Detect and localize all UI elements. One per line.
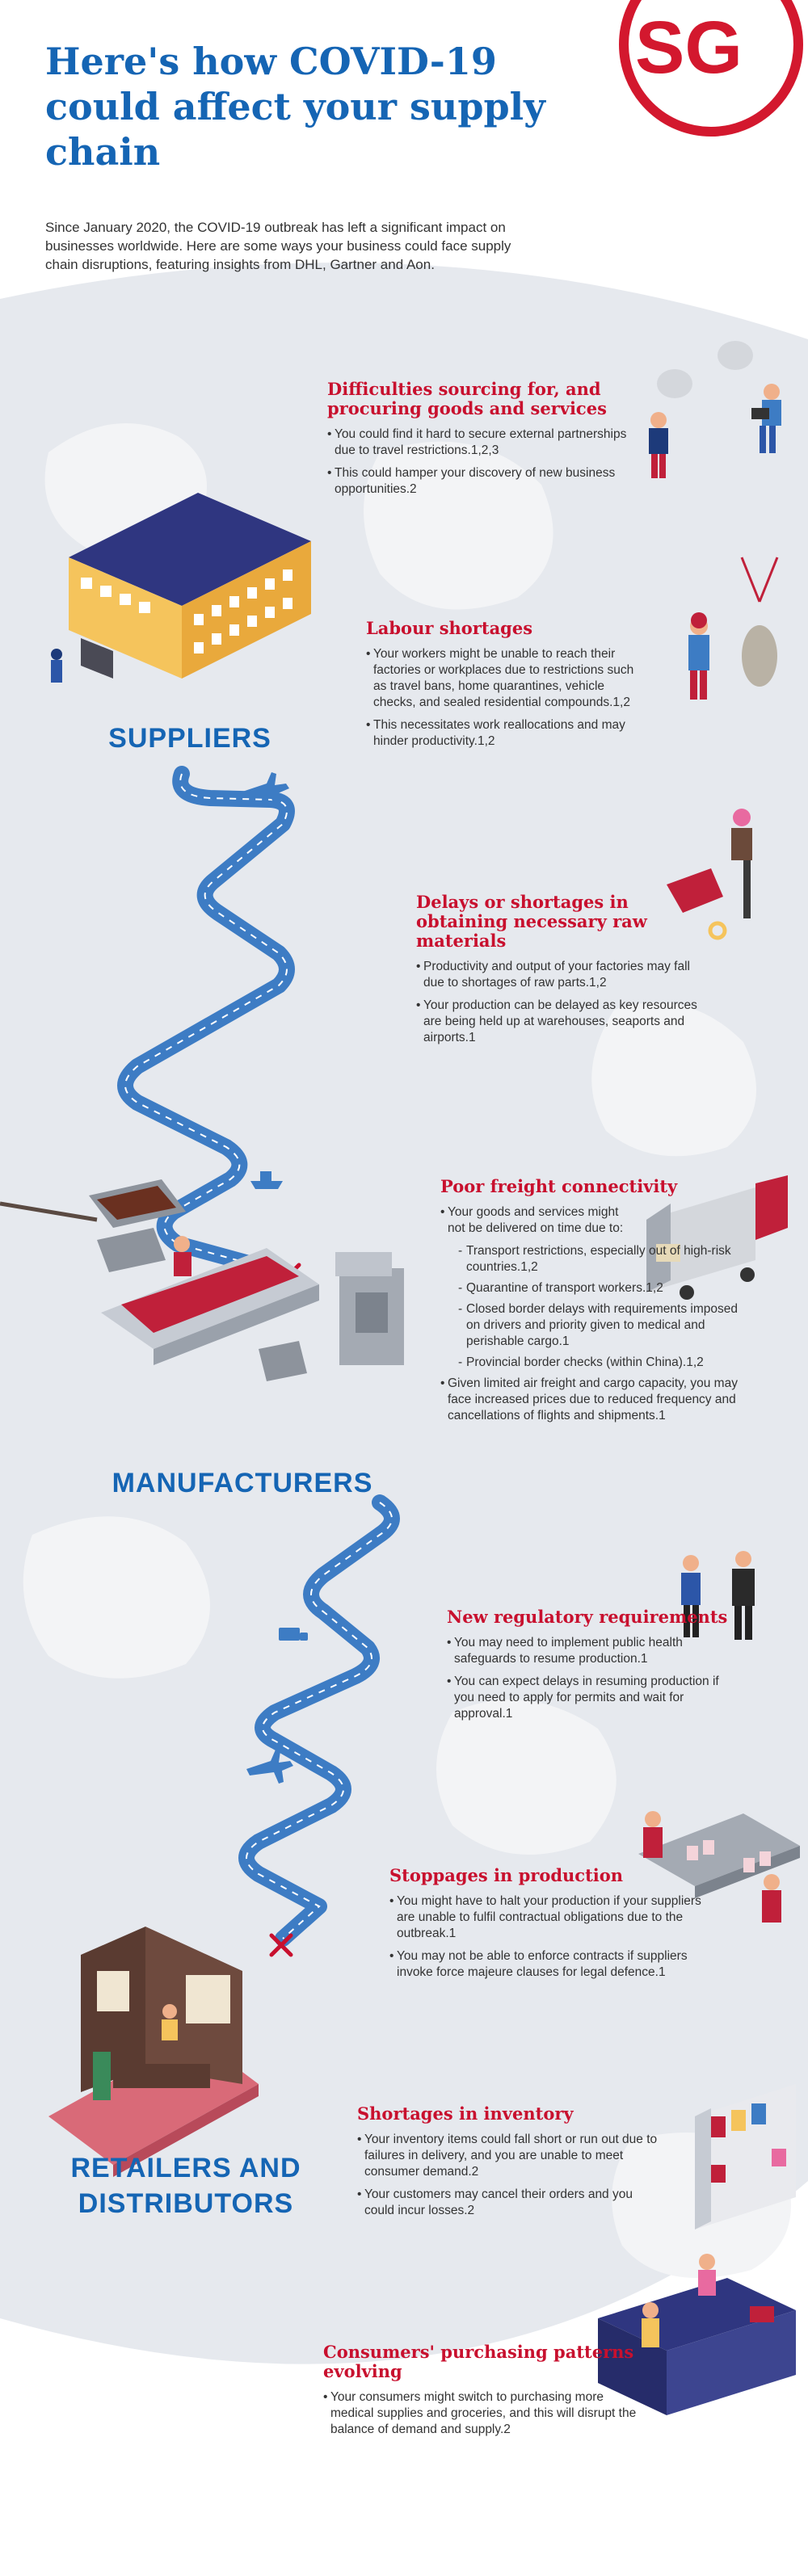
bullet-item: Your consumers might switch to purchasin…: [323, 2389, 646, 2438]
section-freight: Poor freight connectivity Your goods and…: [440, 1177, 747, 1431]
bullet-item: Your production can be delayed as key re…: [416, 998, 699, 1046]
factory-machine-illustration: [89, 1179, 404, 1381]
section-inventory: Shortages in inventory Your inventory it…: [357, 2104, 664, 2225]
bullet-item: Your inventory items could fall short or…: [357, 2132, 664, 2180]
ship-icon: [250, 1171, 283, 1189]
bullet-list: Your workers might be unable to reach th…: [366, 646, 641, 750]
section-labour-shortages: Labour shortages Your workers might be u…: [366, 619, 641, 756]
production-line-illustration: [638, 1811, 800, 1923]
retail-booth-illustration: [48, 1927, 259, 2177]
continent-shape: [23, 1516, 210, 1679]
section-title: Consumers' purchasing patterns evolving: [323, 2342, 634, 2381]
meeting-people-illustration: [649, 341, 781, 478]
stage-label-manufacturers: MANUFACTURERS: [112, 1468, 373, 1498]
bullet-item: Your workers might be unable to reach th…: [366, 646, 641, 711]
section-title: Labour shortages: [366, 618, 533, 638]
bullet-item: You may not be able to enforce contracts…: [389, 1948, 721, 1981]
stage-label-retailers: RETAILERS AND: [70, 2153, 301, 2183]
bullet-list: Your consumers might switch to purchasin…: [323, 2389, 646, 2438]
bullet-item: You could find it hard to secure externa…: [327, 427, 634, 459]
section-title: Shortages in inventory: [357, 2103, 574, 2124]
bullet-list: Your goods and services might not be del…: [440, 1204, 747, 1424]
section-regulatory: New regulatory requirements You may need…: [447, 1607, 738, 1729]
sub-bullet-item: Transport restrictions, especially out o…: [440, 1243, 747, 1275]
stage-label-distributors: DISTRIBUTORS: [78, 2188, 294, 2219]
sub-bullet-item: Closed border delays with requirements i…: [440, 1301, 747, 1350]
bullet-list: Productivity and output of your factorie…: [416, 959, 699, 1046]
bullet-list: You could find it hard to secure externa…: [327, 427, 634, 498]
worker-wheelbarrow-illustration: [667, 809, 752, 940]
empty-shelves-illustration: [695, 2084, 796, 2229]
bullet-list: You might have to halt your production i…: [389, 1893, 721, 1981]
warehouse-illustration: [51, 493, 311, 683]
section-title: Difficulties sourcing for, and procuring…: [327, 379, 607, 418]
section-sourcing: Difficulties sourcing for, and procuring…: [327, 380, 634, 504]
sub-bullet-item: Quarantine of transport workers.1,2: [440, 1280, 747, 1296]
section-title: Stoppages in production: [389, 1865, 624, 1885]
bullet-list: Your inventory items could fall short or…: [357, 2132, 664, 2219]
bullet-item: This could hamper your discovery of new …: [327, 465, 634, 498]
bullet-item: This necessitates work reallocations and…: [366, 717, 641, 750]
airplane-icon: [242, 772, 289, 806]
officials-illustration: [681, 1551, 755, 1640]
blocked-x-icon: [269, 1933, 293, 1957]
bullet-item: You may need to implement public health …: [447, 1635, 738, 1667]
sub-bullet-item: Provincial border checks (within China).…: [440, 1355, 747, 1371]
section-title: Poor freight connectivity: [440, 1176, 678, 1196]
logo-text: SG: [635, 6, 743, 89]
bullet-item: You can expect delays in resuming produc…: [447, 1674, 738, 1722]
section-title: Delays or shortages in obtaining necessa…: [416, 892, 647, 951]
conveyor-rail: [0, 1201, 98, 1222]
section-consumer-patterns: Consumers' purchasing patterns evolving …: [323, 2343, 646, 2444]
stage-label-suppliers: SUPPLIERS: [108, 723, 271, 754]
bullet-item: Productivity and output of your factorie…: [416, 959, 699, 991]
bullet-item: Given limited air freight and cargo capa…: [440, 1376, 747, 1424]
section-raw-materials: Delays or shortages in obtaining necessa…: [416, 893, 699, 1053]
truck-icon: [300, 1633, 308, 1641]
bullet-item: Your goods and services might not be del…: [440, 1204, 625, 1237]
worker-lifting-illustration: [688, 557, 779, 700]
bullet-item: Your customers may cancel their orders a…: [357, 2187, 664, 2219]
supply-road-markings: [246, 1502, 393, 1939]
continent-shape: [436, 1700, 617, 1855]
airplane-icon: [246, 1750, 293, 1784]
bullet-list: You may need to implement public health …: [447, 1635, 738, 1722]
bullet-item: You might have to halt your production i…: [389, 1893, 721, 1942]
section-stoppages: Stoppages in production You might have t…: [389, 1866, 721, 1987]
intro-text: Since January 2020, the COVID-19 outbrea…: [45, 220, 511, 272]
sg-logo: SG: [619, 0, 803, 137]
section-title: New regulatory requirements: [447, 1607, 728, 1627]
page-title: Here's how COVID-19 could affect your su…: [45, 40, 545, 174]
truck-icon: [279, 1628, 300, 1641]
